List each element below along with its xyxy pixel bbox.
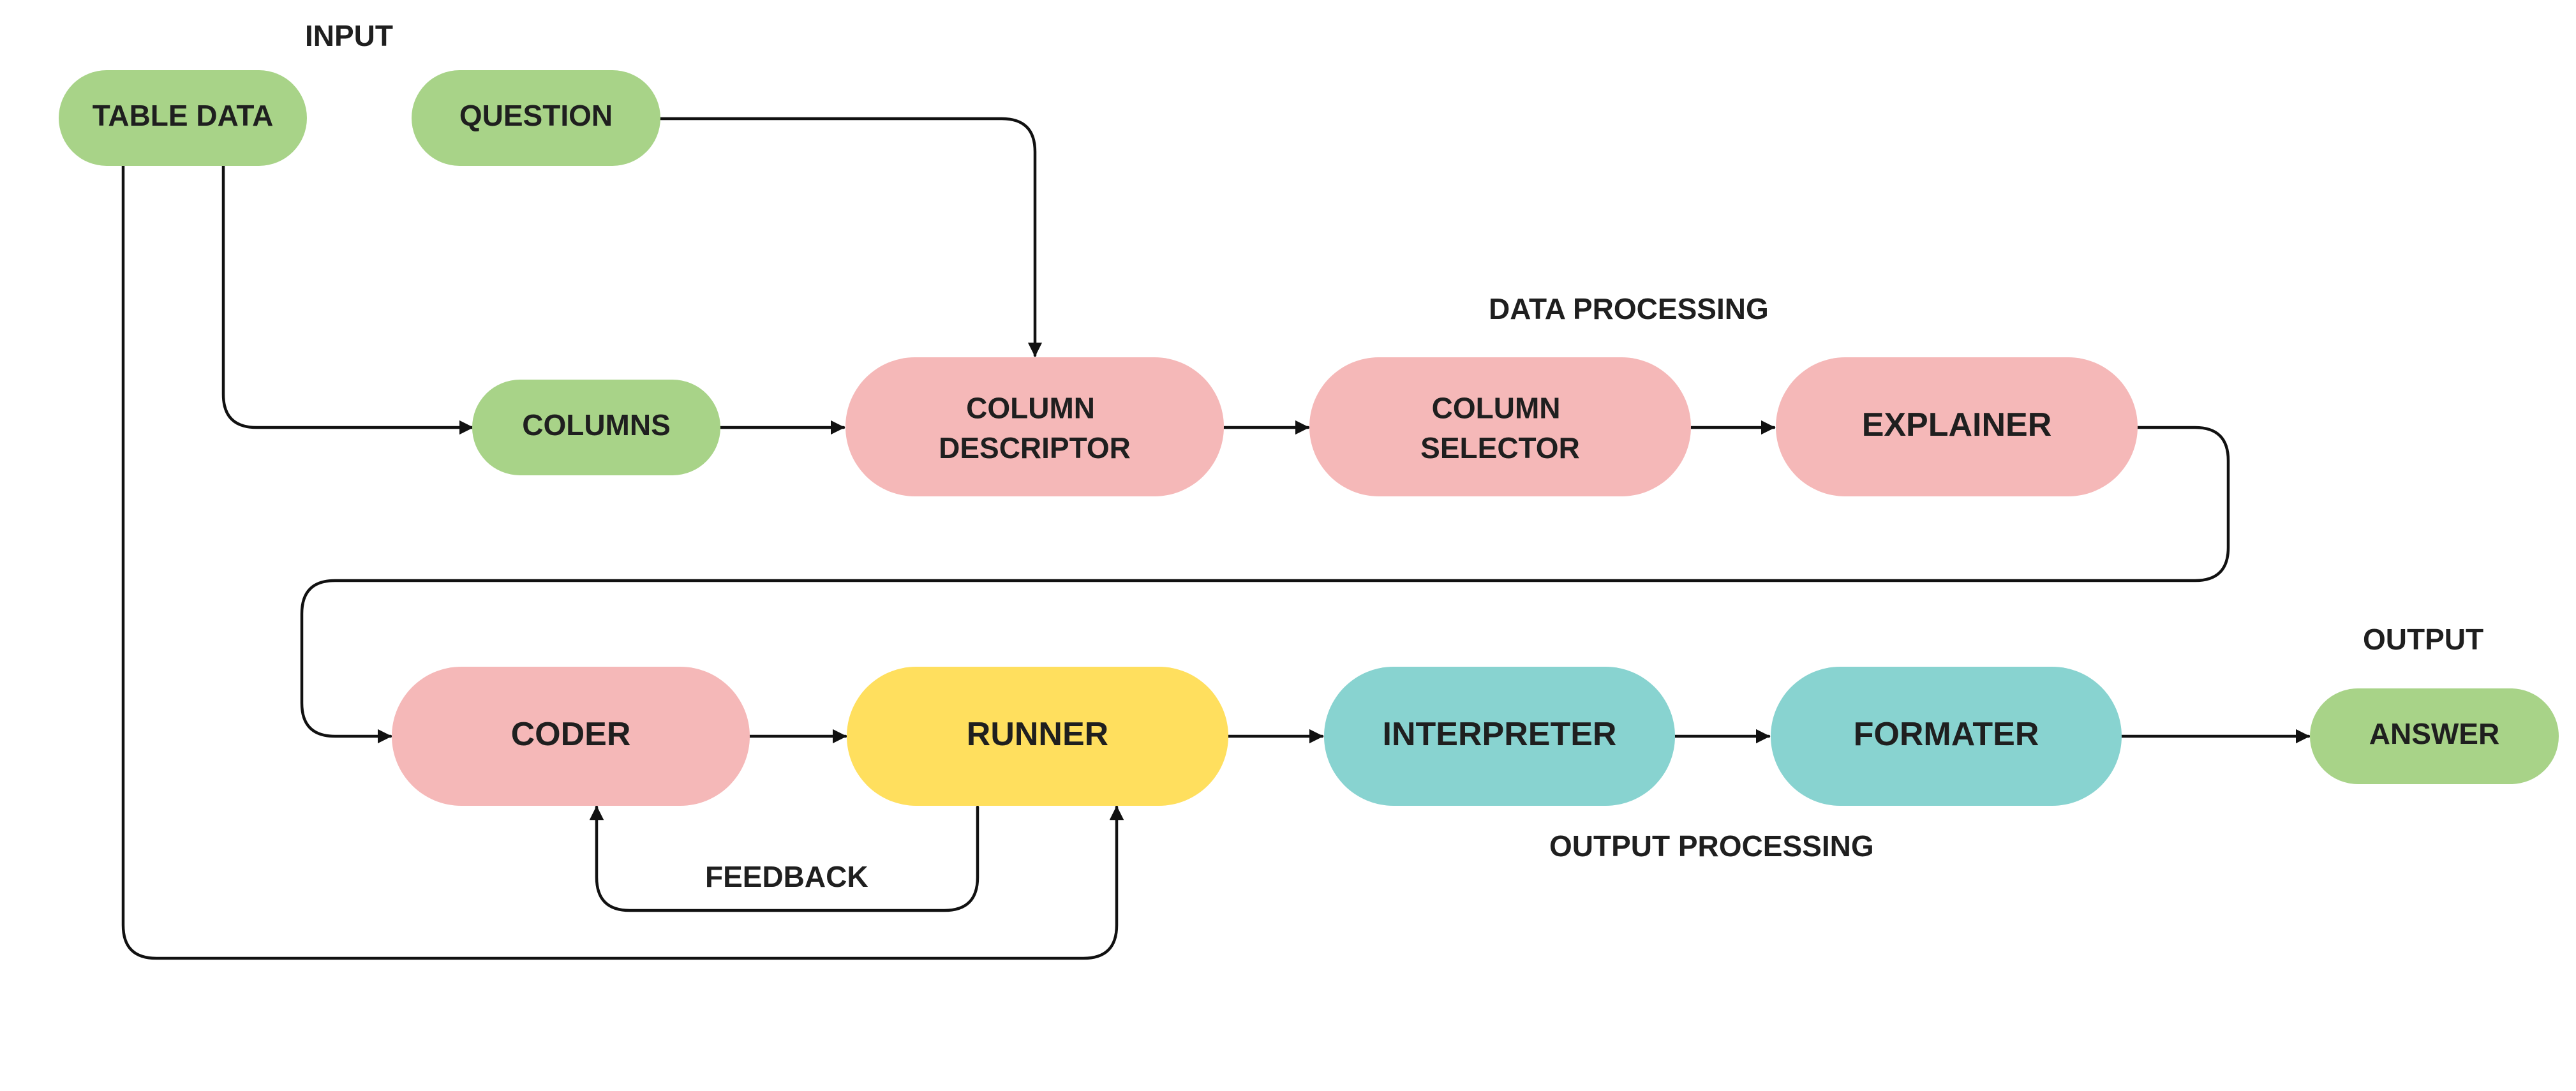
node-runner-line: RUNNER <box>967 716 1108 753</box>
node-table-data: TABLE DATA <box>59 70 307 166</box>
node-columns: COLUMNS <box>472 380 720 475</box>
node-runner: RUNNER <box>847 667 1228 806</box>
node-question-line: QUESTION <box>459 99 613 132</box>
node-table-data-line: TABLE DATA <box>93 99 274 132</box>
node-table-data-label: TABLE DATA <box>93 99 274 132</box>
node-question-label: QUESTION <box>459 99 613 132</box>
node-formater-line: FORMATER <box>1854 716 2039 753</box>
node-formater: FORMATER <box>1771 667 2122 806</box>
section-labels: INPUT DATA PROCESSING OUTPUT OUTPUT PROC… <box>305 19 2483 893</box>
node-coder-shape <box>392 667 750 806</box>
label-data-processing: DATA PROCESSING <box>1489 292 1769 325</box>
node-answer-shape <box>2310 688 2559 784</box>
node-column-descriptor-line-2: DESCRIPTOR <box>939 431 1131 464</box>
label-feedback: FEEDBACK <box>705 860 868 893</box>
node-column-descriptor-label: COLUMN DESCRIPTOR <box>939 392 1131 464</box>
node-explainer-shape <box>1776 357 2138 496</box>
node-columns-line: COLUMNS <box>522 408 671 442</box>
node-coder-label: CODER <box>511 716 631 753</box>
edge-explainer-to-coder <box>300 426 2230 744</box>
node-explainer-line: EXPLAINER <box>1862 406 2052 443</box>
node-columns-label: COLUMNS <box>522 408 671 442</box>
label-input: INPUT <box>305 19 393 52</box>
node-column-descriptor-shape <box>845 357 1224 496</box>
node-answer-line: ANSWER <box>2369 717 2499 750</box>
node-explainer: EXPLAINER <box>1776 357 2138 496</box>
node-column-selector-label: COLUMN SELECTOR <box>1420 392 1580 464</box>
node-formater-shape <box>1771 667 2122 806</box>
label-output: OUTPUT <box>2363 623 2483 656</box>
node-runner-label: RUNNER <box>967 716 1108 753</box>
node-column-selector: COLUMN SELECTOR <box>1309 357 1691 496</box>
node-answer: ANSWER <box>2310 688 2559 784</box>
node-column-descriptor: COLUMN DESCRIPTOR <box>845 357 1224 496</box>
edge-question-to-column-descriptor <box>659 117 1043 357</box>
edge-runner-to-coder-feedback <box>589 805 979 912</box>
node-column-selector-line-1: COLUMN <box>1432 392 1561 425</box>
node-answer-label: ANSWER <box>2369 717 2499 750</box>
node-column-selector-line-2: SELECTOR <box>1420 431 1580 464</box>
node-column-descriptor-line-1: COLUMN <box>966 392 1095 425</box>
node-column-selector-shape <box>1309 357 1691 496</box>
node-question-shape <box>412 70 660 166</box>
node-explainer-label: EXPLAINER <box>1862 406 2052 443</box>
nodes: TABLE DATA QUESTION COLUMNS COLUMN DESCR… <box>59 70 2559 806</box>
node-formater-label: FORMATER <box>1854 716 2039 753</box>
node-question: QUESTION <box>412 70 660 166</box>
node-coder-line: CODER <box>511 716 631 753</box>
node-interpreter: INTERPRETER <box>1324 667 1675 806</box>
node-interpreter-shape <box>1324 667 1675 806</box>
node-columns-shape <box>472 380 720 475</box>
node-table-data-shape <box>59 70 307 166</box>
edge-table-data-to-runner <box>121 164 1124 960</box>
node-runner-shape <box>847 667 1228 806</box>
edge-table-data-to-columns <box>221 164 474 435</box>
label-output-processing: OUTPUT PROCESSING <box>1549 829 1874 863</box>
node-coder: CODER <box>392 667 750 806</box>
node-interpreter-line: INTERPRETER <box>1383 716 1617 753</box>
edges <box>121 117 2311 960</box>
node-interpreter-label: INTERPRETER <box>1383 716 1617 753</box>
